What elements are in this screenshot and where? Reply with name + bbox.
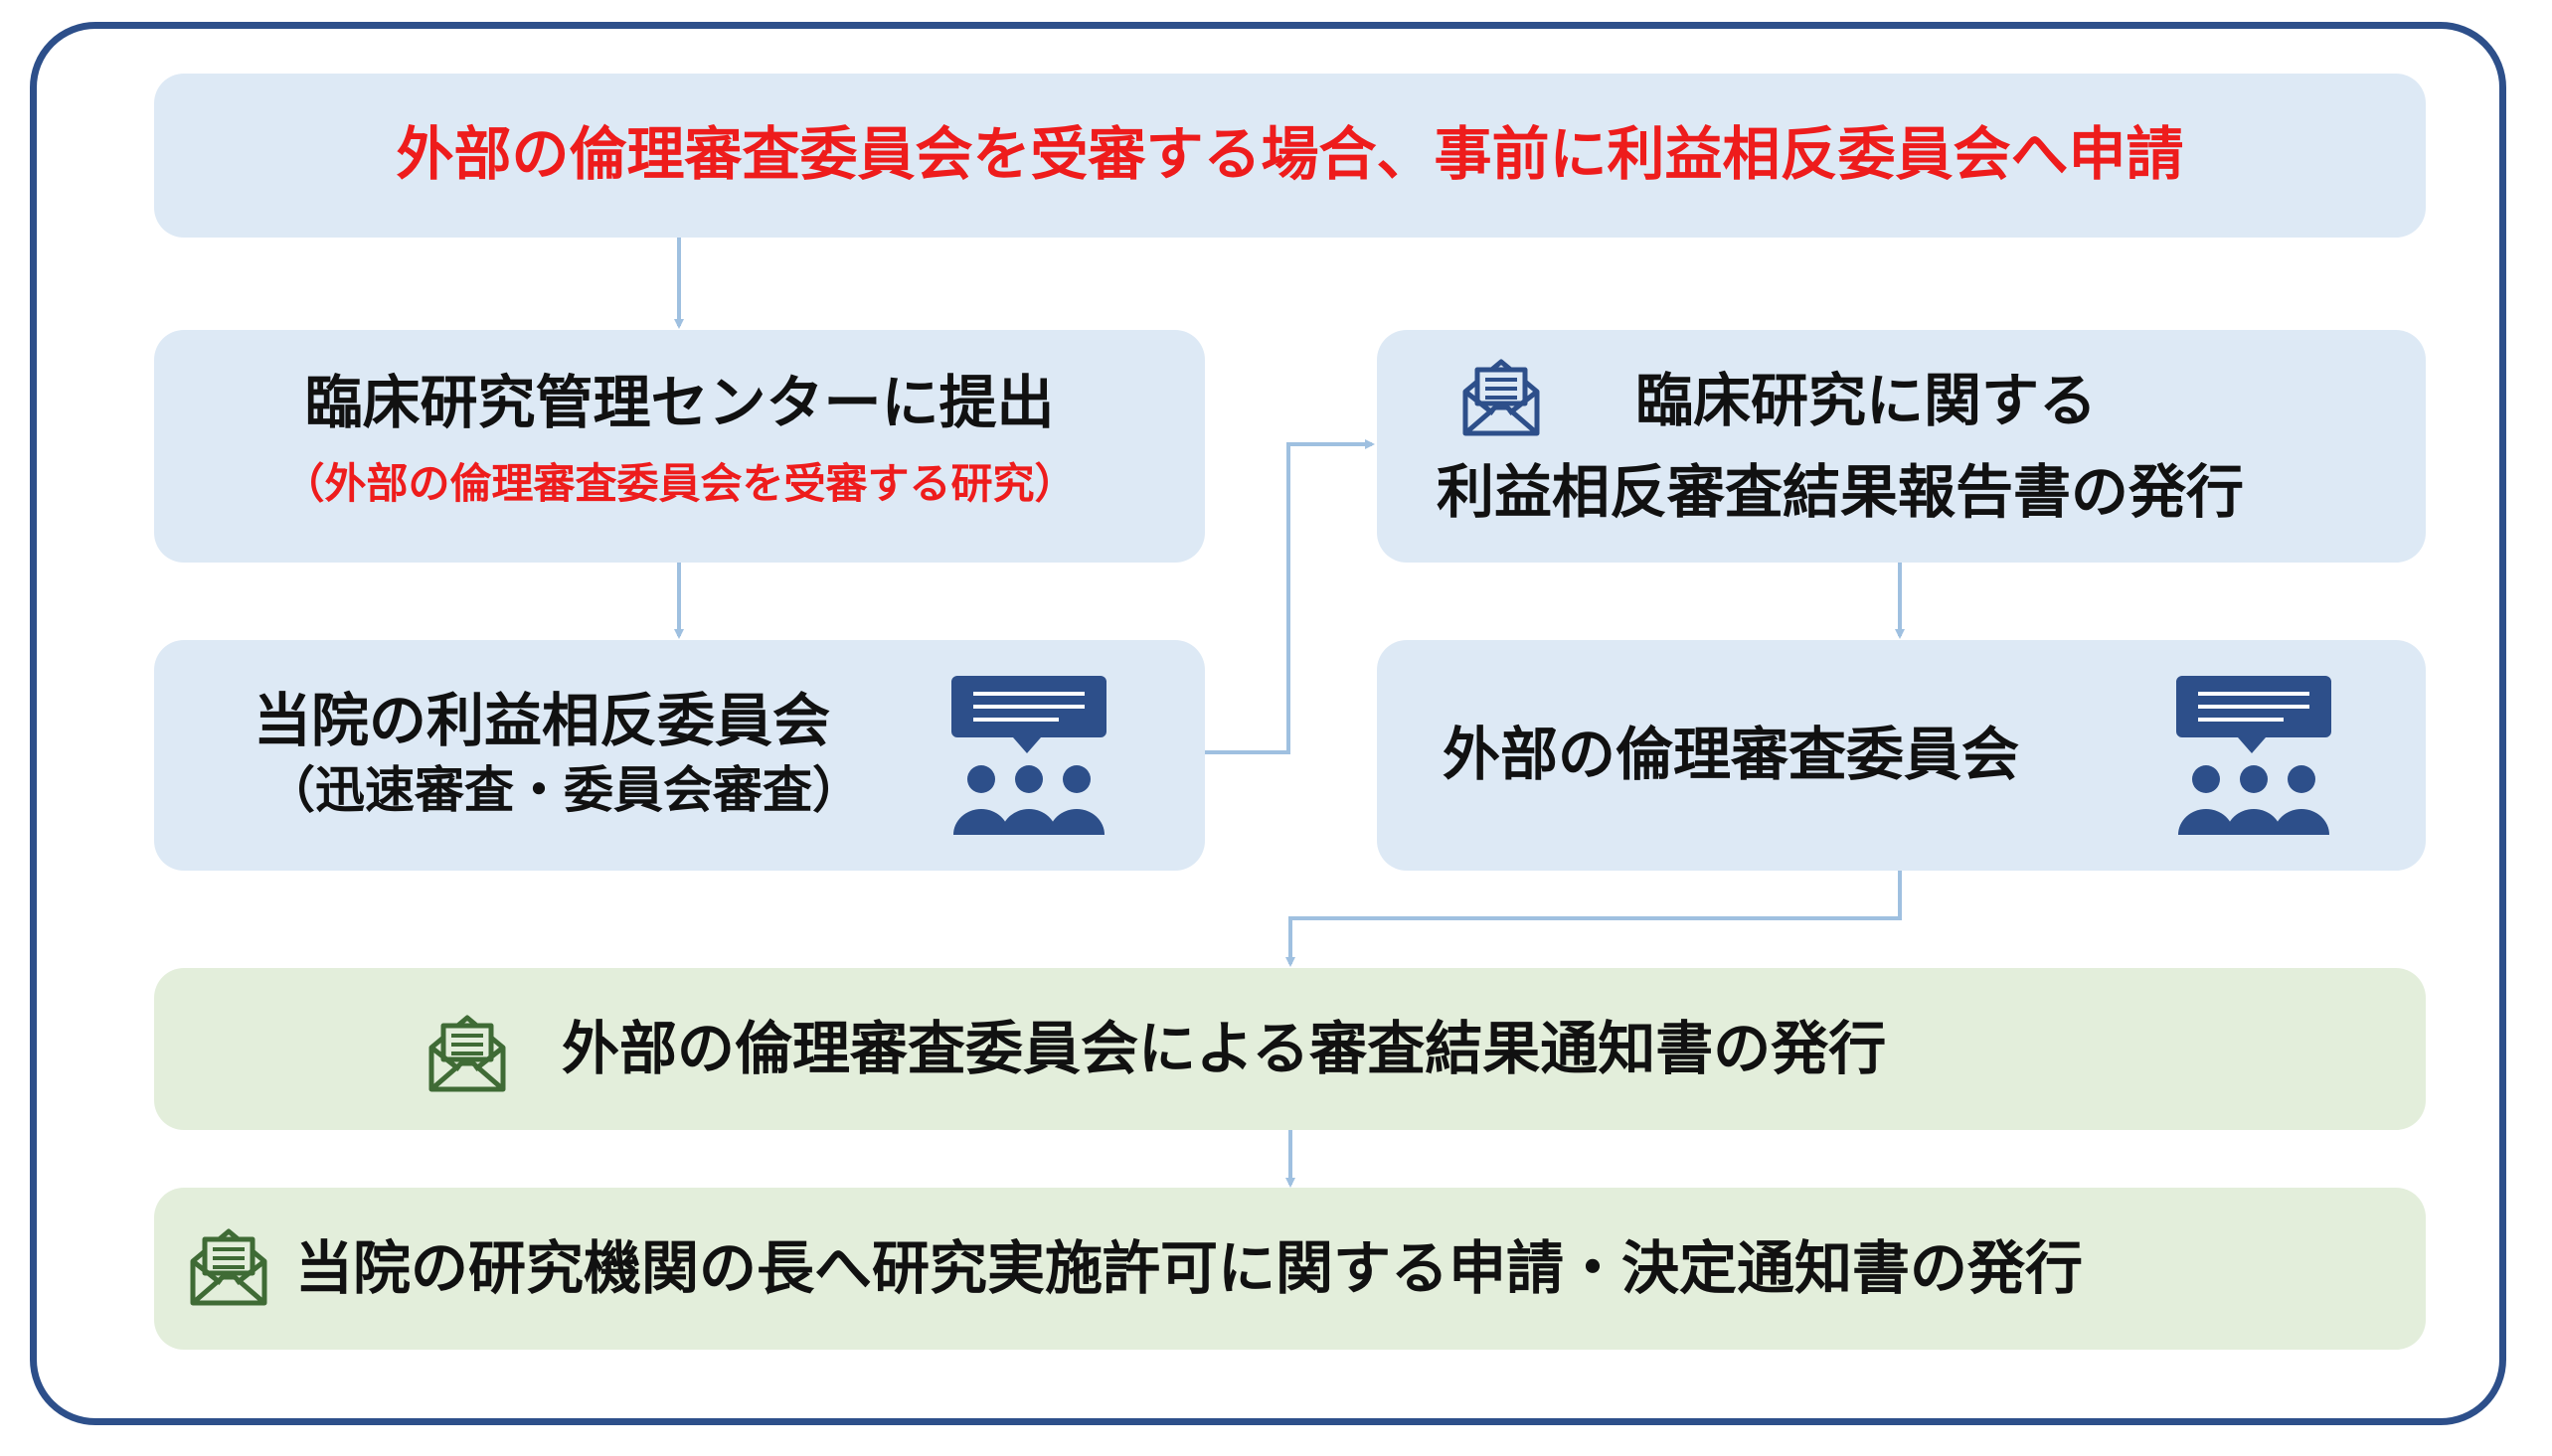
step2-box: 当院の利益相反委員会 （迅速審査・委員会審査） [154, 640, 1205, 871]
diagram-frame [30, 22, 2506, 1425]
mail-document-icon [190, 1228, 267, 1306]
step5-title: 外部の倫理審査委員会による審査結果通知書の発行 [562, 1015, 1887, 1082]
step3-box: 臨床研究に関する 利益相反審査結果報告書の発行 [1377, 330, 2426, 563]
step3-title: 臨床研究に関する [1635, 367, 2098, 434]
step1-box: 臨床研究管理センターに提出 （外部の倫理審査委員会を受審する研究） [154, 330, 1205, 563]
step4-title: 外部の倫理審査委員会 [1443, 721, 2020, 788]
step6-title: 当院の研究機関の長へ研究実施許可に関する申請・決定通知書の発行 [295, 1234, 2084, 1302]
step5-box: 外部の倫理審査委員会による審査結果通知書の発行 [154, 968, 2426, 1130]
meeting-icon [2176, 676, 2331, 835]
step2-subtitle: （迅速審査・委員会審査） [265, 761, 862, 819]
step4-box: 外部の倫理審査委員会 [1377, 640, 2426, 871]
mail-document-icon [428, 1015, 506, 1092]
step3-subtitle: 利益相反審査結果報告書の発行 [1437, 458, 2245, 526]
step1-subtitle: （外部の倫理審査委員会を受審する研究） [282, 459, 1077, 508]
header-box: 外部の倫理審査委員会を受審する場合、事前に利益相反委員会へ申請 [154, 74, 2426, 238]
arrow-step2-to-step3 [1205, 439, 1375, 754]
step6-box: 当院の研究機関の長へ研究実施許可に関する申請・決定通知書の発行 [154, 1188, 2426, 1350]
meeting-icon [951, 676, 1106, 835]
header-text: 外部の倫理審査委員会を受審する場合、事前に利益相反委員会へ申請 [396, 120, 2184, 188]
step2-title: 当院の利益相反委員会 [254, 687, 831, 754]
arrow-step4-to-step5 [1285, 871, 1902, 967]
mail-document-icon [1462, 359, 1540, 436]
step1-title: 臨床研究管理センターに提出 [304, 369, 1055, 436]
